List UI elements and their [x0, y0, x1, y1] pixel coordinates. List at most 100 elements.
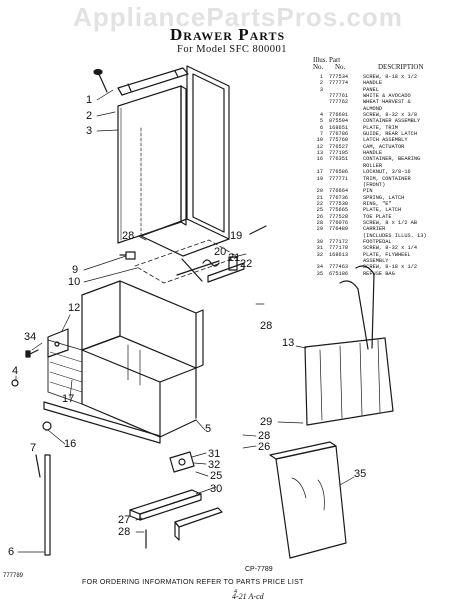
part-description: ROLLER — [363, 162, 383, 169]
part-number: 775665 — [329, 207, 349, 214]
part-description: WHEAT HARVEST & — [363, 99, 411, 106]
callout-1: 1 — [86, 94, 93, 106]
part-description: CONTAINER, BEARING — [363, 156, 421, 163]
illus-number: 20 — [316, 188, 323, 195]
part-number: 777463 — [329, 264, 349, 271]
illus-number: 29 — [316, 226, 323, 233]
callout-25: 25 — [210, 470, 223, 482]
part-number: 777528 — [329, 213, 349, 220]
part-description: SCREW, 8-18 x 1/2 — [363, 264, 418, 271]
table-header-no1: No. — [313, 63, 324, 71]
part-description: HANDLE — [363, 80, 383, 87]
part-description: SCREW, 8-32 x 3/8 — [363, 112, 418, 119]
part-number: 168651 — [329, 124, 349, 131]
illus-number: 13 — [316, 150, 323, 157]
callout-29: 29 — [260, 416, 273, 428]
cam-actuator-part — [47, 328, 69, 358]
rear-latch-guide-part — [119, 251, 136, 260]
parts-list-row: 777761 WHITE & AVOCADO — [311, 93, 471, 99]
part-description: SCREW, 8 x 1/2 AB — [363, 219, 418, 226]
part-description: LOCKNUT, 3/8-16 — [363, 169, 411, 176]
callout-12: 12 — [68, 302, 81, 314]
part-description: CAM, ACTUATOR — [363, 143, 405, 150]
trim-plate-part — [44, 454, 51, 556]
parts-list-row: ALMOND — [311, 106, 471, 112]
table-header-description: DESCRIPTION — [378, 63, 424, 71]
callout-16: 16 — [64, 438, 77, 450]
screw-icon — [249, 225, 267, 235]
part-description: PLATE, FLYWHEEL — [363, 251, 411, 258]
part-number: 776664 — [329, 188, 349, 195]
part-description: SPRING, LATCH — [363, 194, 405, 201]
watermark: AppliancePartsPros.com — [73, 2, 403, 32]
callout-32: 32 — [208, 459, 221, 471]
part-description: HANDLE — [363, 150, 383, 157]
callout-28: 28 — [118, 526, 131, 538]
illus-number: 26 — [316, 213, 323, 220]
part-number: 168613 — [329, 251, 349, 258]
callout-34: 34 — [24, 331, 37, 343]
illus-number: 5 — [319, 118, 323, 125]
parts-list-row: 12 776527 CAM, ACTUATOR — [311, 144, 471, 150]
part-number: 777530 — [329, 200, 349, 207]
part-number: 775760 — [329, 137, 349, 144]
callout-6: 6 — [8, 546, 15, 558]
part-number: 777774 — [329, 80, 349, 87]
part-number: 875594 — [329, 118, 349, 125]
part-description: RING, "E" — [363, 200, 392, 207]
trim-frame-part — [140, 65, 230, 257]
part-description: GUIDE, REAR LATCH — [363, 131, 418, 138]
part-description: TRIM, CONTAINER — [363, 175, 411, 182]
part-number: 777761 — [329, 93, 349, 100]
container-front-panel — [47, 339, 83, 405]
parts-list-row: 16 776351 CONTAINER, BEARING — [311, 156, 471, 162]
part-number: 777178 — [329, 245, 349, 252]
ordering-footer: FOR ORDERING INFORMATION REFER TO PARTS … — [82, 579, 304, 586]
parts-list-row: 2 777774 HANDLE — [311, 80, 471, 86]
callout-22: 22 — [240, 258, 253, 270]
illus-number: 12 — [316, 143, 323, 150]
callout-9: 9 — [72, 264, 79, 276]
part-number: 776351 — [329, 156, 349, 163]
callout-17: 17 — [62, 393, 75, 405]
part-description: WHITE & AVOCADO — [363, 93, 411, 100]
illus-number: 35 — [316, 270, 323, 277]
callout-35: 35 — [354, 468, 367, 480]
refuse-bag-part — [269, 441, 347, 559]
callout-27: 27 — [118, 514, 131, 526]
latch-assembly-part — [134, 239, 245, 284]
screw-icon — [35, 454, 41, 478]
part-description: PIN — [363, 188, 373, 195]
illus-number: 16 — [316, 156, 323, 163]
parts-list-row: ROLLER — [311, 163, 471, 169]
illus-number: 2 — [319, 80, 323, 87]
illus-number: 10 — [316, 137, 323, 144]
part-number: 776586 — [329, 169, 349, 176]
part-number: 776527 — [329, 143, 349, 150]
toe-plate-part — [174, 507, 223, 541]
model-subtitle: For Model SFC 800001 — [177, 44, 288, 55]
table-header-no2: No. — [335, 63, 346, 71]
callout-7: 7 — [30, 442, 37, 454]
callout-28: 28 — [260, 320, 273, 332]
flywheel-plate-part — [169, 451, 195, 473]
part-number: 675186 — [329, 270, 349, 277]
callout-10: 10 — [68, 276, 81, 288]
part-description: PANEL — [363, 86, 379, 93]
callout-5: 5 — [205, 423, 212, 435]
callout-31: 31 — [208, 448, 221, 460]
handle-part — [117, 67, 189, 96]
